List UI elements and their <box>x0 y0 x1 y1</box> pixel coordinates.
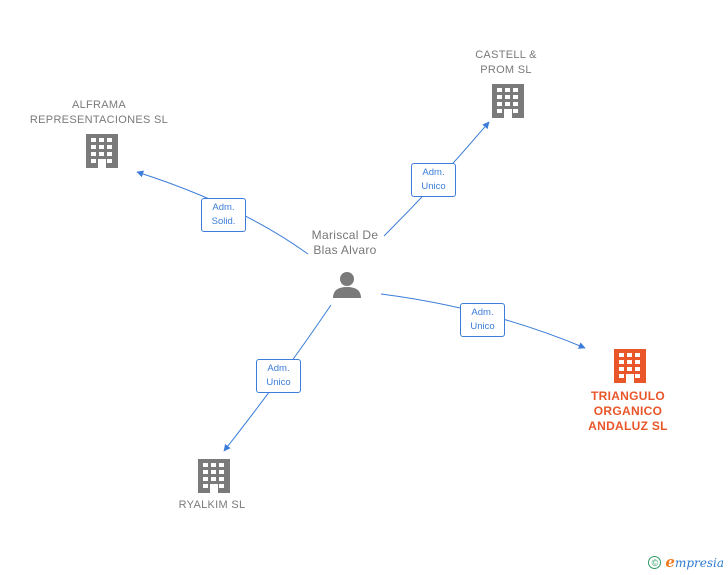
edge-badge-alframa: Adm. Solid. <box>201 198 246 232</box>
node-label-triangulo[interactable]: TRIANGULO ORGANICO ANDALUZ SL <box>588 389 668 433</box>
brand-logo[interactable]: empresia <box>665 553 724 571</box>
edge-badge-castell: Adm. Unico <box>411 163 456 197</box>
edge-badge-ryalkim: Adm. Unico <box>256 359 301 393</box>
building-icon <box>492 84 524 118</box>
node-label-person[interactable]: Mariscal De Blas Alvaro <box>311 228 379 257</box>
copyright-icon: © <box>648 555 662 569</box>
node-label-castell[interactable]: CASTELL & PROM SL <box>475 49 537 76</box>
footer-brand: © empresia <box>648 553 724 571</box>
person-icon <box>333 272 361 298</box>
building-icon <box>614 349 646 383</box>
building-icon <box>198 459 230 493</box>
edge-badge-triangulo: Adm. Unico <box>460 303 505 337</box>
node-label-alframa[interactable]: ALFRAMA REPRESENTACIONES SL <box>29 99 169 126</box>
brand-logo-initial: e <box>665 553 675 571</box>
building-icon <box>86 134 118 168</box>
node-label-ryalkim[interactable]: RYALKIM SL <box>178 499 246 511</box>
brand-logo-text: mpresia <box>674 556 724 570</box>
